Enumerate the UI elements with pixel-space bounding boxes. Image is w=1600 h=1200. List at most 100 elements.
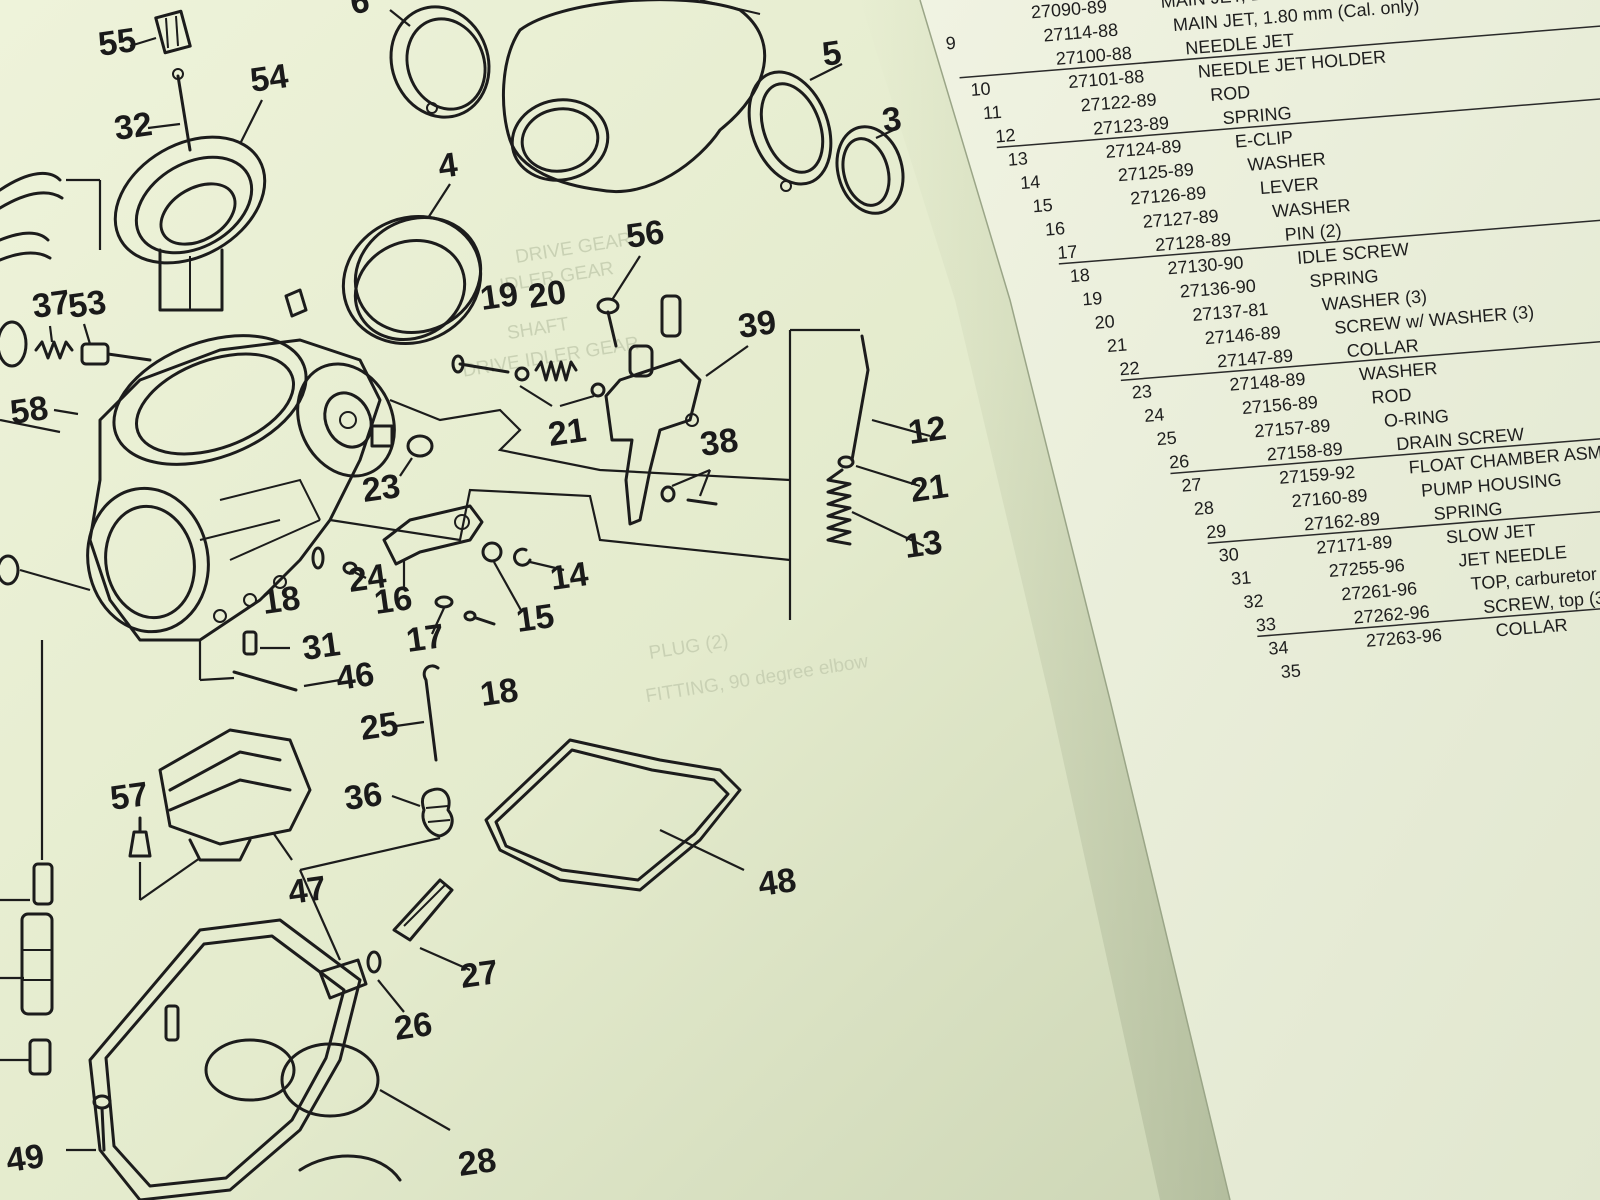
part-6-leader (389, 9, 411, 27)
parts-row-item-number: 34 (1268, 637, 1290, 659)
left-edge-jets (0, 640, 54, 1076)
part-54-diaphragm (113, 135, 267, 312)
parts-row-item-number: 33 (1255, 614, 1277, 636)
part-19-20-21 (451, 354, 606, 408)
right-page (920, 0, 1600, 1200)
callout-53: 53 (66, 283, 109, 326)
part-53-leader (82, 323, 92, 345)
table-group-divider (1120, 337, 1600, 382)
callout-16: 16 (372, 579, 415, 622)
parts-row-description: ROD (1371, 385, 1412, 408)
callout-56: 56 (624, 213, 667, 256)
part-24-rod (342, 561, 367, 579)
parts-row-item-number: 32 (1243, 591, 1265, 613)
parts-row-item-number: 26 (1168, 451, 1190, 473)
part-13-spring (826, 468, 925, 547)
left-page (0, 0, 1230, 1200)
part-6-flange (389, 5, 491, 119)
parts-row-item-number: 17 (1057, 241, 1079, 263)
callout-58: 58 (8, 389, 51, 432)
callout-46: 46 (334, 655, 377, 698)
part-4-ring (341, 214, 483, 346)
part-4-leader (427, 183, 451, 219)
callout-47: 47 (286, 869, 329, 912)
linkage-leader-frame-2 (329, 488, 791, 562)
parts-row-item-number: 24 (1143, 404, 1165, 426)
parts-row-item-number: 28 (1193, 498, 1215, 520)
part-39-bracket (604, 294, 749, 526)
page-edge-line (919, 0, 1231, 1200)
callout-57: 57 (108, 775, 151, 818)
callout-32: 32 (112, 105, 155, 148)
parts-row-item-number: 22 (1119, 358, 1141, 380)
vent-hose (0, 171, 102, 262)
part-58-leader (53, 408, 79, 416)
part-25-rod (395, 664, 440, 762)
callout-18: 18 (478, 671, 521, 714)
callout-31: 31 (300, 625, 343, 668)
table-group-divider (1170, 433, 1600, 475)
parts-row-item-number: 11 (982, 102, 1002, 123)
callout-17: 17 (404, 617, 447, 660)
exploded-diagram (0, 0, 931, 1200)
parts-row-item-number: 18 (1069, 265, 1091, 287)
parts-row-description: PIN (2) (1284, 220, 1342, 245)
carburetor-body (0, 288, 396, 642)
part-46-pin (198, 640, 341, 692)
parts-row-part-number: 27090-89 (1030, 0, 1107, 22)
callout-20: 20 (526, 273, 569, 316)
part-55-clip (154, 9, 192, 55)
parts-row-item-number: 16 (1044, 218, 1066, 240)
parts-row-item-number: 12 (995, 125, 1017, 147)
parts-row-item-number: 10 (970, 78, 992, 100)
part-28-float-chamber (88, 836, 451, 1200)
table-group-divider (1207, 505, 1600, 545)
callout-24: 24 (346, 557, 389, 600)
parts-row-item-number: 29 (1206, 521, 1228, 543)
parts-row-item-number: 14 (1019, 172, 1041, 194)
part-27-screw (366, 878, 471, 974)
part-47-float (158, 728, 312, 862)
part-14-eclip (513, 547, 565, 572)
callout-39: 39 (736, 303, 779, 346)
parts-row-item-number: 25 (1156, 428, 1178, 450)
parts-row-item-number: 27 (1181, 474, 1203, 496)
part-12-rod (850, 334, 931, 462)
parts-row-item-number: 19 (1081, 288, 1103, 310)
callout-55: 55 (96, 21, 139, 64)
page-gutter-shadow (860, 0, 1230, 1200)
callout-27: 27 (458, 953, 501, 996)
callout-21: 21 (546, 411, 589, 454)
callout-23: 23 (360, 467, 403, 510)
part-49-screw (66, 1094, 112, 1152)
parts-row-item-number: 13 (1007, 148, 1029, 170)
part-37-leader (48, 325, 54, 343)
table-group-divider (959, 23, 1600, 79)
parts-row-description: LEVER (1259, 173, 1319, 198)
part-17-washer (431, 595, 454, 635)
part-18-pin (311, 546, 496, 626)
parts-row-item-number: 15 (1032, 195, 1054, 217)
callout-15: 15 (514, 597, 557, 640)
part-57-needle-valve (128, 816, 201, 901)
linkage-leader-frame (389, 398, 791, 482)
part-manifold (502, 0, 767, 193)
part-5-leader (809, 63, 843, 81)
part-16-lever (382, 504, 484, 590)
part-48-gasket (484, 738, 745, 892)
part-21-spring-seat (837, 455, 921, 488)
callout-18: 18 (260, 579, 303, 622)
parts-row-item-number: 20 (1094, 311, 1116, 333)
parts-row-item-number: 23 (1131, 381, 1153, 403)
callout-13: 13 (902, 523, 945, 566)
callout-54: 54 (248, 57, 291, 100)
parts-row-item-number: 35 (1280, 660, 1302, 682)
parts-row-item-number: 31 (1230, 567, 1252, 589)
part-23-collar (399, 434, 434, 477)
part-56-screw (596, 297, 620, 348)
callout-49: 49 (4, 1137, 47, 1180)
part-32-needle (172, 68, 192, 152)
part-55-leader (129, 36, 157, 48)
callout-25: 25 (358, 705, 401, 748)
